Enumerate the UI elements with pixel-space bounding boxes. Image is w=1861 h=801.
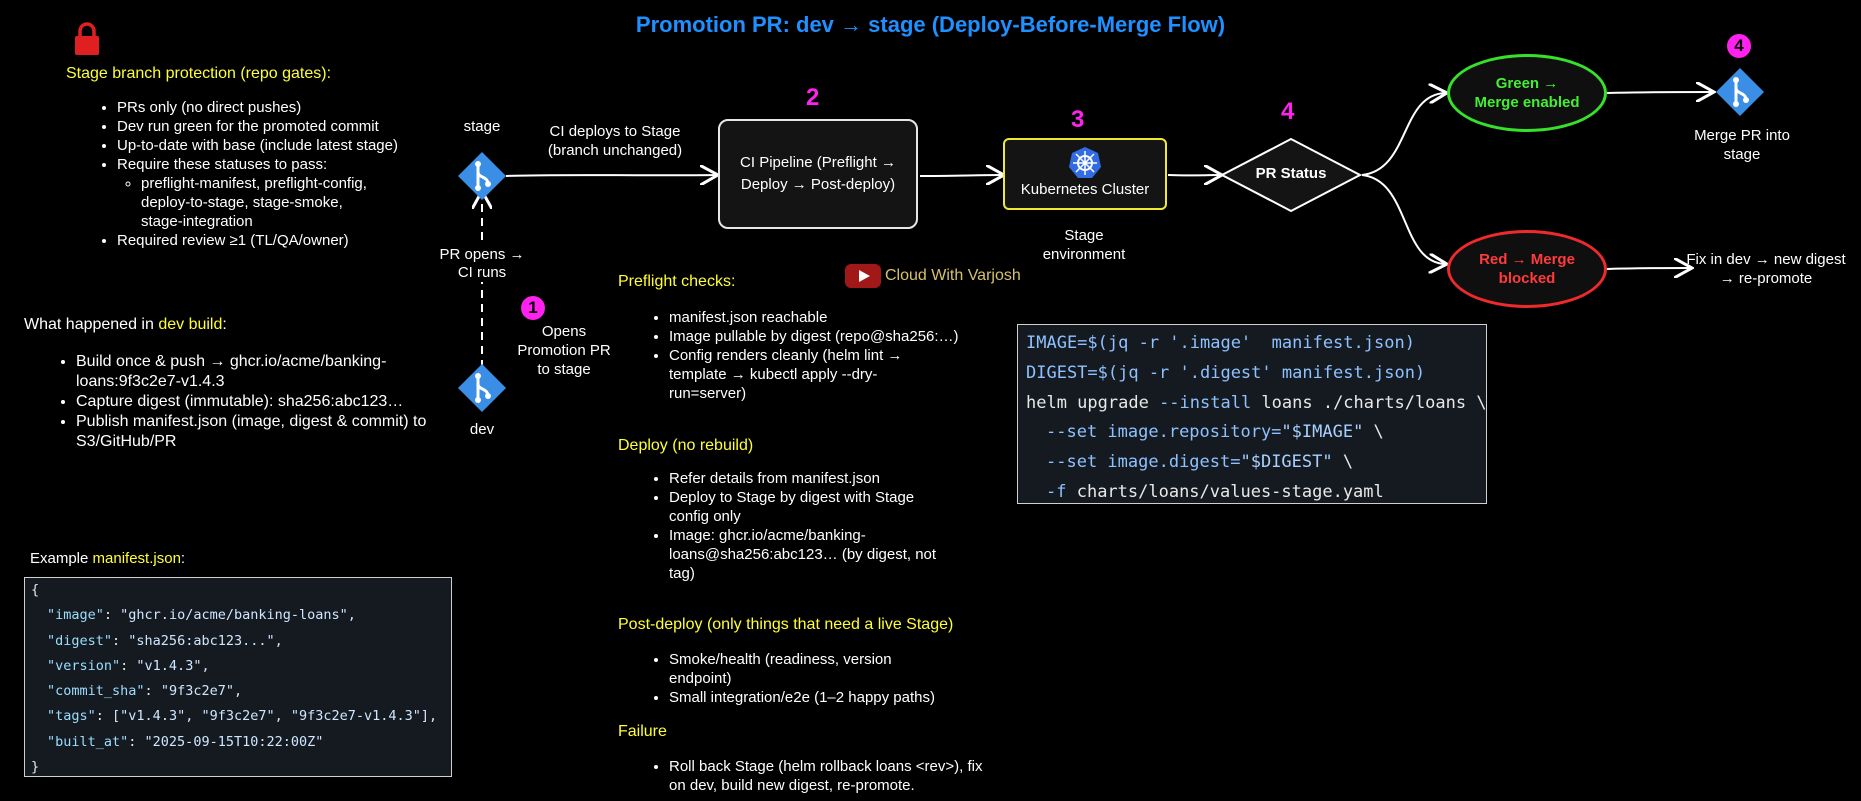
pr-status-label: PR Status <box>1255 165 1327 182</box>
preflight-heading: Preflight checks: <box>618 273 736 290</box>
manifest-example-label: Example manifest.json: <box>30 550 186 567</box>
deploy-list: Refer details from manifest.json Deploy … <box>647 469 967 583</box>
list-item: PRs only (no direct pushes) <box>117 98 415 117</box>
merge-blocked-state: Red → Merge blocked <box>1447 230 1607 308</box>
deploy-heading: Deploy (no rebuild) <box>618 437 754 454</box>
watermark: Cloud With Varjosh <box>845 264 1021 288</box>
postdeploy-list: Smoke/health (readiness, version endpoin… <box>647 650 967 707</box>
list-item: Refer details from manifest.json <box>669 469 967 488</box>
code-line: --set image.repository="$IMAGE" \ <box>1046 422 1384 443</box>
step-1-badge: 1 <box>521 296 545 320</box>
ci-pipeline-box: CI Pipeline (Preflight → Deploy → Post-d… <box>718 119 918 229</box>
list-item: Required review ≥1 (TL/QA/owner) <box>117 231 415 250</box>
list-item: Config renders cleanly (helm lint → temp… <box>669 346 939 403</box>
code-line: -f charts/loans/values-stage.yaml <box>1046 481 1384 502</box>
kubernetes-cluster-box: Kubernetes Cluster <box>1003 138 1167 210</box>
step-1-label: Opens Promotion PR to stage <box>517 323 611 378</box>
list-item: manifest.json reachable <box>669 308 987 327</box>
kubernetes-cluster-label: Kubernetes Cluster <box>1020 181 1150 198</box>
step-4-badge: 4 <box>1281 98 1295 125</box>
dev-build-list: Build once & push → ghcr.io/acme/banking… <box>54 352 454 452</box>
pr-status-decision: PR Status <box>1220 137 1362 213</box>
youtube-icon <box>845 264 881 288</box>
step-3-badge: 3 <box>1071 106 1085 133</box>
list-item: Dev run green for the promoted commit <box>117 117 415 136</box>
stage-environment-label: Stage environment <box>1042 227 1126 263</box>
json-field: "version": "v1.4.3", <box>47 657 210 674</box>
code-line: --set image.digest="$DIGEST" \ <box>1046 452 1354 473</box>
list-item: Up-to-date with base (include latest sta… <box>117 136 415 155</box>
step-2-badge: 2 <box>806 84 820 111</box>
list-item: Image pullable by digest (repo@sha256:…) <box>669 327 987 346</box>
page-title: Promotion PR: dev → stage (Deploy-Before… <box>635 12 1226 37</box>
preflight-list: manifest.json reachable Image pullable b… <box>647 308 987 403</box>
json-close-brace: } <box>31 759 40 776</box>
list-item: Smoke/health (readiness, version endpoin… <box>669 650 939 688</box>
kubernetes-helm-icon <box>1068 146 1102 180</box>
lock-icon <box>72 22 102 56</box>
ci-deploys-label: CI deploys to Stage (branch unchanged) <box>547 123 683 159</box>
status-list-item: preflight-manifest, preflight-config, de… <box>141 174 369 231</box>
code-line: helm upgrade --install loans ./charts/lo… <box>1026 392 1487 413</box>
step-4b-badge: 4 <box>1727 34 1751 58</box>
postdeploy-heading: Post-deploy (only things that need a liv… <box>618 616 954 633</box>
merge-blocked-label: Red → Merge blocked <box>1479 251 1575 287</box>
git-merge-icon <box>456 150 508 202</box>
dev-label: dev <box>469 421 495 438</box>
json-open-brace: { <box>31 582 40 598</box>
git-merge-icon <box>1714 66 1766 118</box>
list-item: Deploy to Stage by digest with Stage con… <box>669 488 939 526</box>
protection-heading: Stage branch protection (repo gates): <box>66 65 332 82</box>
json-field: "tags": ["v1.4.3", "9f3c2e7", "9f3c2e7-v… <box>47 708 438 725</box>
helm-command-code: IMAGE=$(jq -r '.image' manifest.json) DI… <box>1017 324 1487 504</box>
stage-label: stage <box>463 118 501 135</box>
json-field: "image": "ghcr.io/acme/banking-loans", <box>47 607 356 624</box>
dev-build-heading: What happened in dev build: <box>24 316 227 333</box>
list-item: Roll back Stage (helm rollback loans <re… <box>669 757 989 795</box>
pr-opens-label: PR opens → CI runs <box>434 246 530 282</box>
merge-enabled-label: Green → Merge enabled <box>1474 75 1580 111</box>
manifest-json-code: { "image": "ghcr.io/acme/banking-loans",… <box>24 577 452 777</box>
git-merge-icon <box>456 362 508 414</box>
protection-list: PRs only (no direct pushes) Dev run gree… <box>95 98 415 250</box>
json-field: "commit_sha": "9f3c2e7", <box>47 683 243 700</box>
code-line: DIGEST=$(jq -r '.digest' manifest.json) <box>1026 362 1426 383</box>
failure-heading: Failure <box>618 723 667 740</box>
code-line: IMAGE=$(jq -r '.image' manifest.json) <box>1026 333 1415 353</box>
list-item: Image: ghcr.io/acme/banking-loans@sha256… <box>669 526 959 583</box>
list-item: Capture digest (immutable): sha256:abc12… <box>76 392 454 412</box>
merge-enabled-state: Green → Merge enabled <box>1447 54 1607 132</box>
json-field: "digest": "sha256:abc123...", <box>47 632 283 649</box>
fix-label: Fix in dev → new digest → re-promote <box>1686 251 1846 287</box>
merge-pr-label: Merge PR into stage <box>1694 127 1790 163</box>
list-item: Build once & push → ghcr.io/acme/banking… <box>76 352 454 392</box>
failure-list: Roll back Stage (helm rollback loans <re… <box>647 757 987 795</box>
list-item: Publish manifest.json (image, digest & c… <box>76 412 454 452</box>
list-item: Require these statuses to pass: prefligh… <box>117 155 415 231</box>
list-item: Small integration/e2e (1–2 happy paths) <box>669 688 967 707</box>
json-field: "built_at": "2025-09-15T10:22:00Z" <box>47 733 324 750</box>
